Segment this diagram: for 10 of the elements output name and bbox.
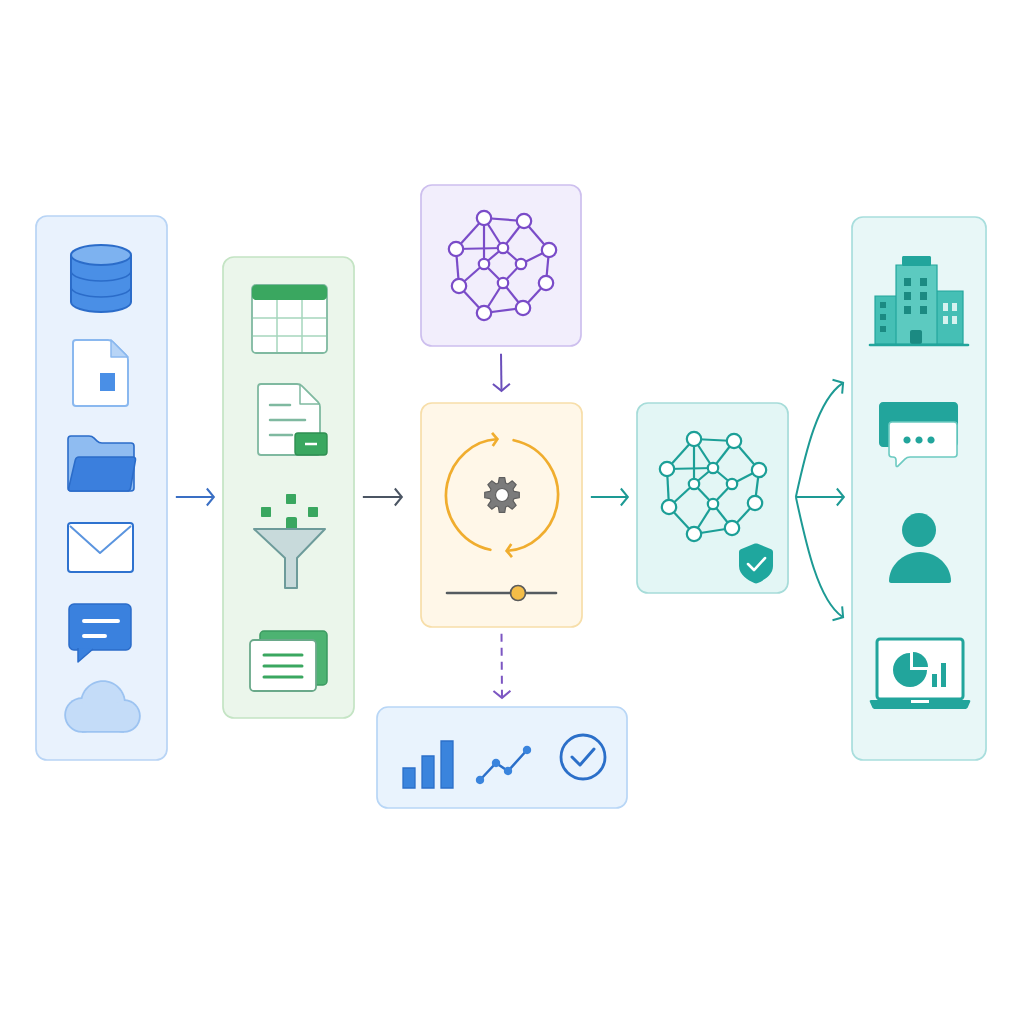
arrow (492, 632, 512, 700)
training-panel (420, 402, 583, 628)
arrow (794, 378, 845, 498)
metrics-panel (376, 706, 628, 809)
arrow (174, 487, 216, 507)
arrow (794, 487, 846, 507)
arrow (794, 496, 845, 622)
arrow (361, 487, 404, 507)
arrow (491, 352, 511, 393)
arrow (589, 487, 630, 507)
